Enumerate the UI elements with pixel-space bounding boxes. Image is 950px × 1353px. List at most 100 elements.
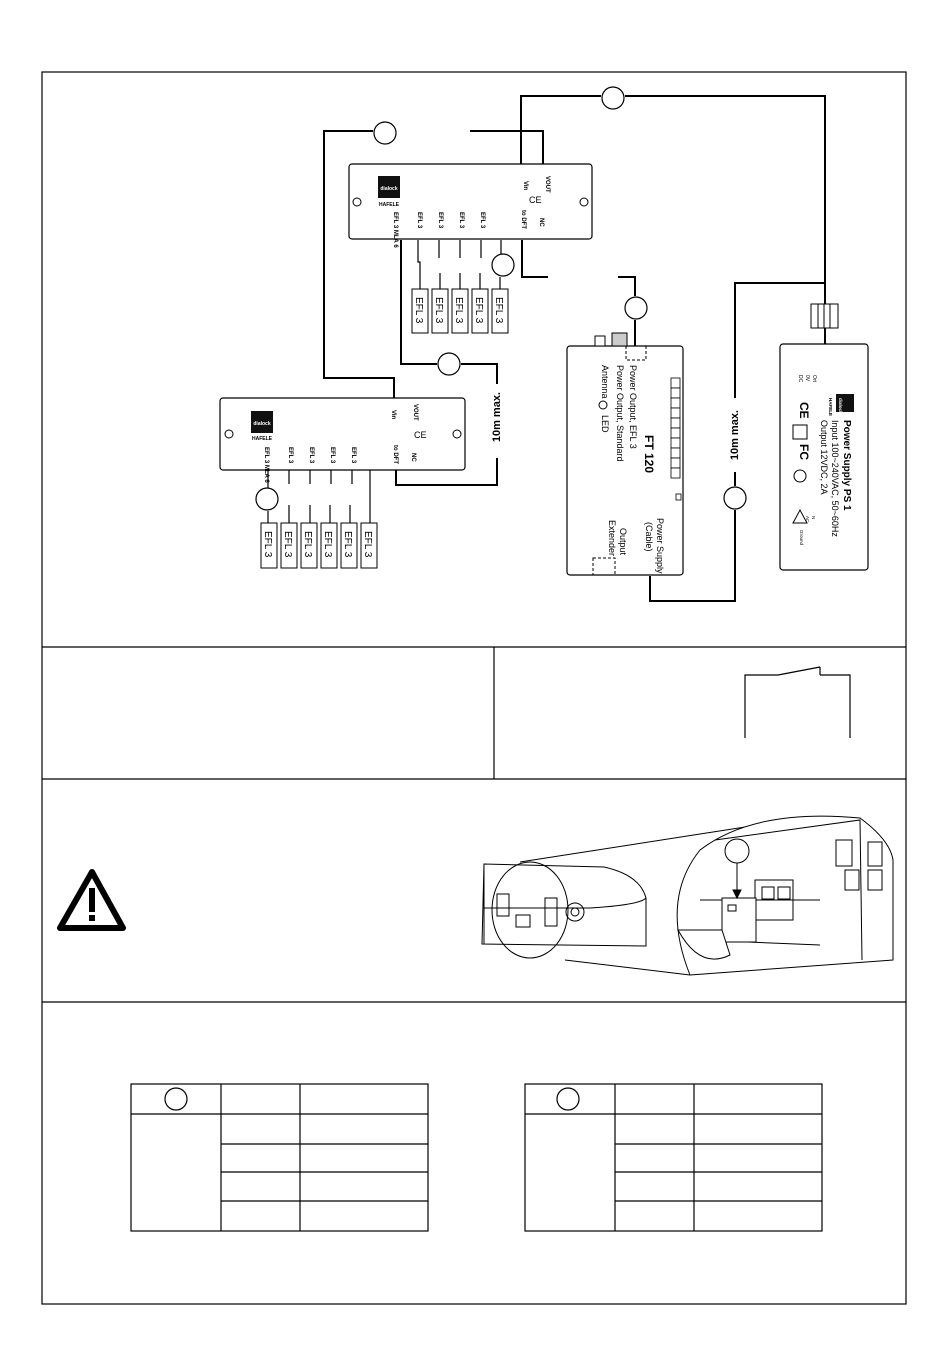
efl-module-label: EFL 3 [433,297,444,324]
efl-power-port [625,345,647,361]
callout-circle [255,487,279,511]
logo-brand: dialock [380,186,397,192]
port-label: EFL 3 MLA 6 [392,212,398,248]
ft120-antenna-label: Antenna [600,365,610,399]
port-label: EFL 3 [416,212,422,229]
ps1-bottom-text: Ground [799,530,804,546]
page-frame [41,71,907,1305]
callout-circle [723,486,747,510]
ps1-ce-mark: CE [797,402,811,419]
port-label: EFL 3 [287,447,293,464]
ft120-power-output-efl: Power Output, EFL 3 [628,365,638,449]
installation-drawing [481,815,894,976]
port-label: NC [410,453,416,462]
efl-modules-lower: EFL 3 EFL 3 EFL 3 EFL 3 EFL 3 EFL 3 [260,522,378,569]
ft120-output-label: Output [618,528,628,556]
distributor-lower-box [219,397,466,471]
efl-module [280,522,298,569]
port-label: EFL 3 [308,447,314,464]
port-label: EFL 3 [350,447,356,464]
upper-efl-wires [417,240,502,289]
wiring-lines [323,95,826,602]
efl-module-label: EFL 3 [342,531,353,558]
led-icon [598,400,608,410]
output-extender-port [592,557,616,576]
power-supply-ps1: dialock HAFELE Power Supply PS 1 Input 1… [779,303,869,571]
logo-brand: dialock [253,421,270,427]
ft120-cable-label: (Cable) [644,522,654,552]
ft120-controller: FT 120 Power Output, EFL 3 Power Output,… [566,332,684,576]
callout-markers [255,86,747,511]
efl-module [451,288,469,334]
ps1-input: Input 100~240VAC, 50~60Hz [830,420,840,537]
table-left [130,1083,429,1232]
port-label: to DFT [520,210,526,229]
callout-circle [164,1087,188,1111]
dialock-logo [378,176,400,198]
efl-module [340,522,358,569]
ps1-bottom-text: AC [805,516,810,523]
efl-module-label: EFL 3 [282,531,293,558]
efl-module-label: EFL 3 [413,297,424,324]
efl-module-label: EFL 3 [453,297,464,324]
antenna-connector [594,335,606,347]
ps1-fc-mark: FC [797,444,811,460]
switch-contact-symbol [744,666,851,738]
efl-module [471,288,489,334]
callout-circle [437,352,461,376]
ft120-extender-label: Extender [607,520,617,556]
lower-efl-wires [267,470,371,523]
port-label: EFL 3 MLA 6 [263,447,269,483]
mount-hole-icon [352,197,362,207]
efl-module [411,288,429,334]
efl-module [360,522,378,569]
efl-module-label: EFL 3 [362,531,373,558]
efl-module [260,522,278,569]
callout-circle [556,1087,580,1111]
cable-length-label: 10m max. [729,410,741,460]
ft120-power-output-std: Power Output, Standard [615,365,625,462]
ft120-terminal-strip [670,377,682,501]
ps1-side-text: Ort [811,375,817,383]
efl-module-label: EFL 3 [262,531,273,558]
table-right [524,1083,823,1232]
triangle-mark-icon [792,508,808,524]
port-label: NC [538,218,544,227]
callout-circle [373,121,397,145]
ft120-led-label: LED [600,415,610,433]
efl-module-label: EFL 3 [473,297,484,324]
distributor-upper-box [348,163,593,240]
ps1-output: Output 12VDC, 2A [819,420,829,495]
port-label: EFL 3 [329,447,335,464]
mount-hole-icon [579,197,589,207]
efl-module-label: EFL 3 [302,531,313,558]
efl-module-label: EFL 3 [493,297,504,324]
vout-label: VOUT [544,176,550,193]
antenna-stub [611,332,628,347]
efl-module [491,288,509,334]
mount-hole-icon [452,429,462,439]
port-label: to DFT [392,445,398,464]
cable-length-label: 10m max. [491,392,503,442]
port-label: EFL 3 [437,212,443,229]
ft120-title: FT 120 [642,435,656,473]
efl-module-label: EFL 3 [322,531,333,558]
callout-circle [624,296,648,320]
dialock-logo [251,411,273,433]
ps1-side-text: 0V [804,375,810,382]
ps1-bottom-text: N [811,516,816,519]
ce-mark: CE [529,195,542,205]
vin-label: Vin [522,181,528,191]
mount-hole-icon [224,429,234,439]
efl-modules-upper: EFL 3 EFL 3 EFL 3 EFL 3 EFL 3 [411,288,509,334]
dialock-logo [836,394,854,412]
ps1-title: Power Supply PS 1 [841,420,852,511]
port-label: EFL 3 [479,212,485,229]
warning-triangle-icon [57,869,126,931]
logo-sub: HAFELE [828,398,833,416]
callout-circle [601,86,625,110]
ul-mark-icon [793,469,807,483]
port-label: EFL 3 [458,212,464,229]
logo-sub: HAFELE [252,436,273,442]
